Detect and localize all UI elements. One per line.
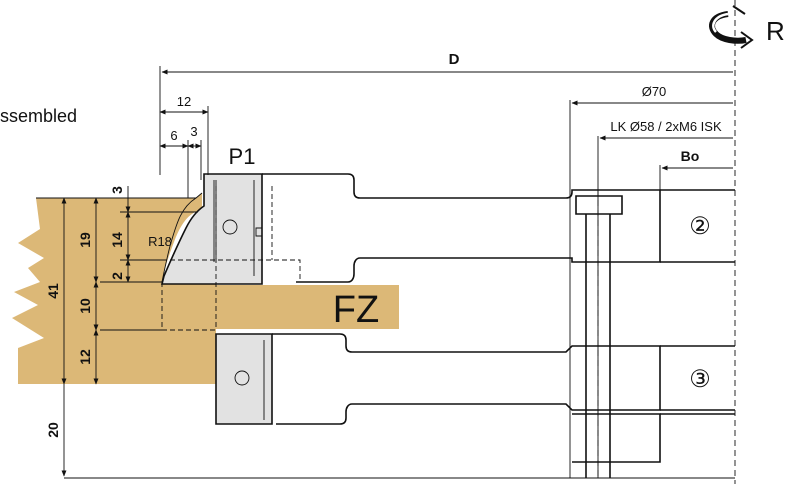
dim-3-top: 3 — [190, 124, 197, 139]
reference-lines — [64, 0, 736, 484]
dim-left-vertical — [61, 186, 198, 477]
cutter-3-body — [272, 333, 735, 463]
workpiece-lower — [216, 285, 399, 329]
rotation-arrow-icon — [709, 5, 754, 49]
bolt — [575, 195, 623, 478]
dim-top-small — [159, 106, 209, 198]
lower-knife — [215, 333, 273, 425]
radius-r18: R18 — [148, 234, 172, 249]
label-fz: FZ — [333, 289, 379, 331]
dim-2: 2 — [109, 272, 125, 280]
workpiece-upper — [12, 192, 216, 384]
dim-19: 19 — [77, 232, 93, 248]
dim-phi70-label: Ø70 — [642, 84, 667, 99]
dim-12-top: 12 — [177, 94, 191, 109]
label-cutter-3: ③ — [689, 366, 711, 393]
label-p1: P1 — [229, 144, 256, 169]
rotation-label: R — [766, 16, 785, 46]
dim-12-left: 12 — [77, 349, 93, 365]
cutter-2-body — [262, 173, 735, 283]
dim-lk-label: LK Ø58 / 2xM6 ISK — [610, 119, 722, 134]
dim-10: 10 — [77, 298, 93, 314]
dim-41: 41 — [45, 283, 61, 299]
dim-3-left: 3 — [109, 186, 125, 194]
dim-6: 6 — [170, 128, 177, 143]
dim-bo-label: Bo — [681, 148, 700, 164]
label-cutter-2: ② — [689, 213, 711, 240]
assembled-text: ssembled — [0, 106, 77, 126]
dim-D-label: D — [449, 51, 460, 68]
dim-14: 14 — [109, 232, 125, 248]
dim-20: 20 — [45, 422, 61, 438]
